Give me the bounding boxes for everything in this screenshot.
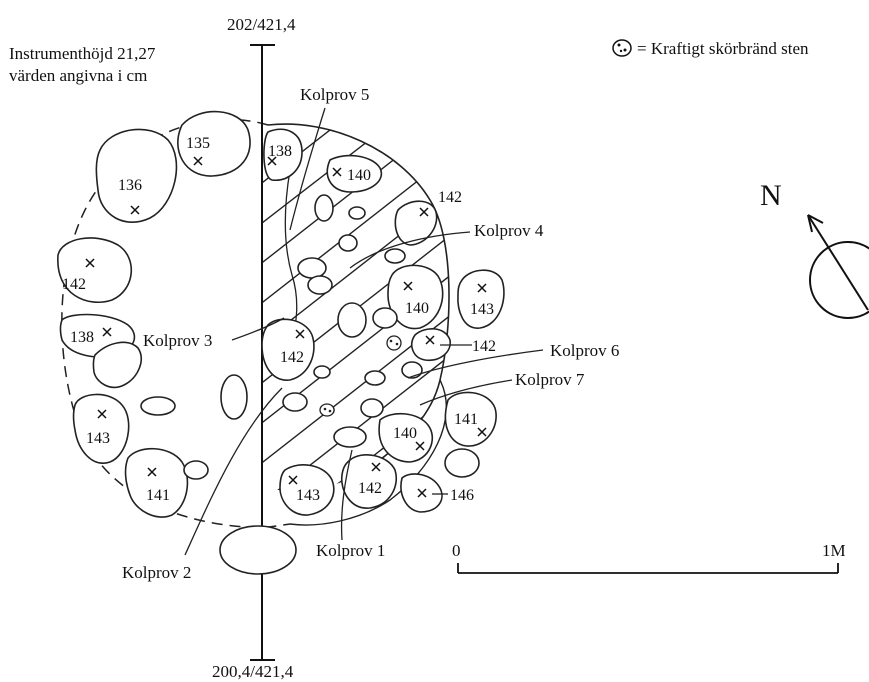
kolprov3-label: Kolprov 3 xyxy=(143,331,212,350)
stone xyxy=(57,237,132,304)
stone xyxy=(219,525,297,575)
stone xyxy=(314,194,334,222)
scale-end-label: 1M xyxy=(822,541,846,560)
stone xyxy=(333,426,367,448)
height-label: 142 xyxy=(62,276,86,293)
stone xyxy=(124,447,189,518)
leader-kolprov3 xyxy=(231,317,285,341)
stone xyxy=(444,448,480,478)
stone xyxy=(411,328,451,362)
stone xyxy=(384,248,406,264)
leader-kolprov7 xyxy=(419,379,513,406)
height-label: 143 xyxy=(296,487,320,504)
kolprov5-label: Kolprov 5 xyxy=(300,85,369,104)
stone xyxy=(307,275,333,295)
leader-kolprov5 xyxy=(289,107,326,231)
height-label: 140 xyxy=(405,300,429,317)
height-label: 136 xyxy=(118,177,142,194)
height-label: 140 xyxy=(347,167,371,184)
stone xyxy=(72,393,130,464)
height-label: 138 xyxy=(268,143,292,160)
legend-text: = Kraftigt skörbränd sten xyxy=(637,39,809,58)
legend: = Kraftigt skörbränd sten xyxy=(612,39,809,58)
north-label: N xyxy=(760,179,782,212)
stone xyxy=(341,454,397,509)
kolprov4-label: Kolprov 4 xyxy=(474,221,544,240)
height-label: 142 xyxy=(438,189,462,206)
stone xyxy=(364,370,386,386)
stone xyxy=(348,206,366,220)
height-label: 146 xyxy=(450,487,474,504)
stone xyxy=(360,398,384,418)
height-label: 135 xyxy=(186,135,210,152)
stone xyxy=(297,257,327,279)
height-label: 142 xyxy=(358,480,382,497)
units-note: värden angivna i cm xyxy=(9,66,147,85)
stone xyxy=(401,361,423,379)
stone xyxy=(338,234,358,252)
height-label: 143 xyxy=(86,430,110,447)
stone xyxy=(95,128,178,223)
burnt-stone-marker xyxy=(386,335,402,351)
stone xyxy=(220,374,248,420)
scale-start-label: 0 xyxy=(452,541,461,560)
stone xyxy=(92,341,142,389)
stone xyxy=(394,200,438,246)
stone xyxy=(263,128,303,181)
stone xyxy=(387,264,444,330)
kolprov6-label: Kolprov 6 xyxy=(550,341,619,360)
burnt-stone-legend-icon xyxy=(612,39,632,57)
kolprov2-label: Kolprov 2 xyxy=(122,563,191,582)
grid-top-label: 202/421,4 xyxy=(227,15,296,34)
height-label: 142 xyxy=(472,338,496,355)
stone xyxy=(372,307,398,329)
stone xyxy=(183,460,209,480)
leader-kolprov2 xyxy=(184,387,283,556)
height-label: 141 xyxy=(146,487,170,504)
leader-kolprov1 xyxy=(340,449,353,541)
kolprov1-label: Kolprov 1 xyxy=(316,541,385,560)
stone xyxy=(326,154,383,193)
kolprov7-label: Kolprov 7 xyxy=(515,370,585,389)
stone xyxy=(378,412,434,463)
scale-bar: 0 1M xyxy=(452,541,846,574)
stone xyxy=(337,302,367,338)
height-label: 143 xyxy=(470,301,494,318)
leader-kolprov4 xyxy=(349,231,471,269)
leader-kolprov6 xyxy=(407,349,544,379)
stone xyxy=(457,269,505,329)
grid-bottom-label: 200,4/421,4 xyxy=(212,662,294,681)
height-label: 138 xyxy=(70,329,94,346)
height-label: 140 xyxy=(393,425,417,442)
burnt-stone-marker xyxy=(319,403,335,417)
stone xyxy=(313,365,331,379)
height-label: 141 xyxy=(454,411,478,428)
north-arrow: N xyxy=(760,179,869,319)
hatched-area-outline xyxy=(267,123,450,461)
stone xyxy=(282,392,308,412)
measurement-points xyxy=(85,156,487,498)
instrument-height-note: Instrumenthöjd 21,27 xyxy=(9,44,156,63)
height-label: 142 xyxy=(280,349,304,366)
stone xyxy=(279,464,335,516)
stone xyxy=(140,396,176,416)
